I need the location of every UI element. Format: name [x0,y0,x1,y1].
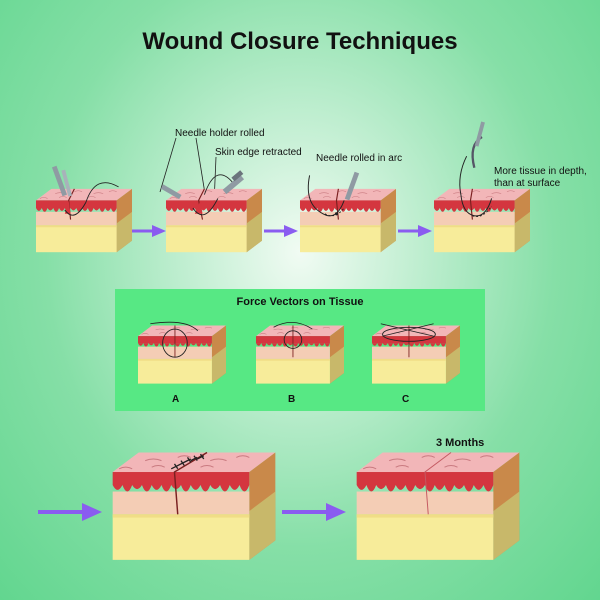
force-block-c [372,323,460,384]
force-block-a [138,321,226,384]
force-vectors-title: Force Vectors on Tissue [236,296,364,308]
callout-more-tissue-line1: More tissue in depth, [494,166,587,177]
force-label-b: B [288,394,296,405]
callout-skin-edge: Skin edge retracted [215,147,302,158]
skin-block-step1 [36,165,132,253]
force-block-b [256,322,344,384]
sutured-wound-block [112,451,276,560]
skin-block-step3 [300,171,396,253]
callout-more-tissue: More tissue in depth, than at surface [494,166,587,190]
healed-wound-block [356,452,520,560]
callout-needle-holder: Needle holder rolled [175,128,265,139]
skin-block-step2 [160,170,262,253]
skin-block-step4 [434,121,530,253]
arrow-sutured-to-healed [282,503,346,521]
arrow-step2-to-3 [264,225,298,237]
page-title: Wound Closure Techniques [142,28,458,55]
arrow-step1-to-2 [132,225,166,237]
three-months-label: 3 Months [436,437,485,449]
force-label-a: A [172,394,180,405]
force-label-c: C [402,394,410,405]
callout-more-tissue-line2: than at surface [494,178,561,189]
arrow-step3-to-4 [398,225,432,237]
arrow-into-sutured [38,503,102,521]
callout-needle-rolled: Needle rolled in arc [316,153,403,164]
